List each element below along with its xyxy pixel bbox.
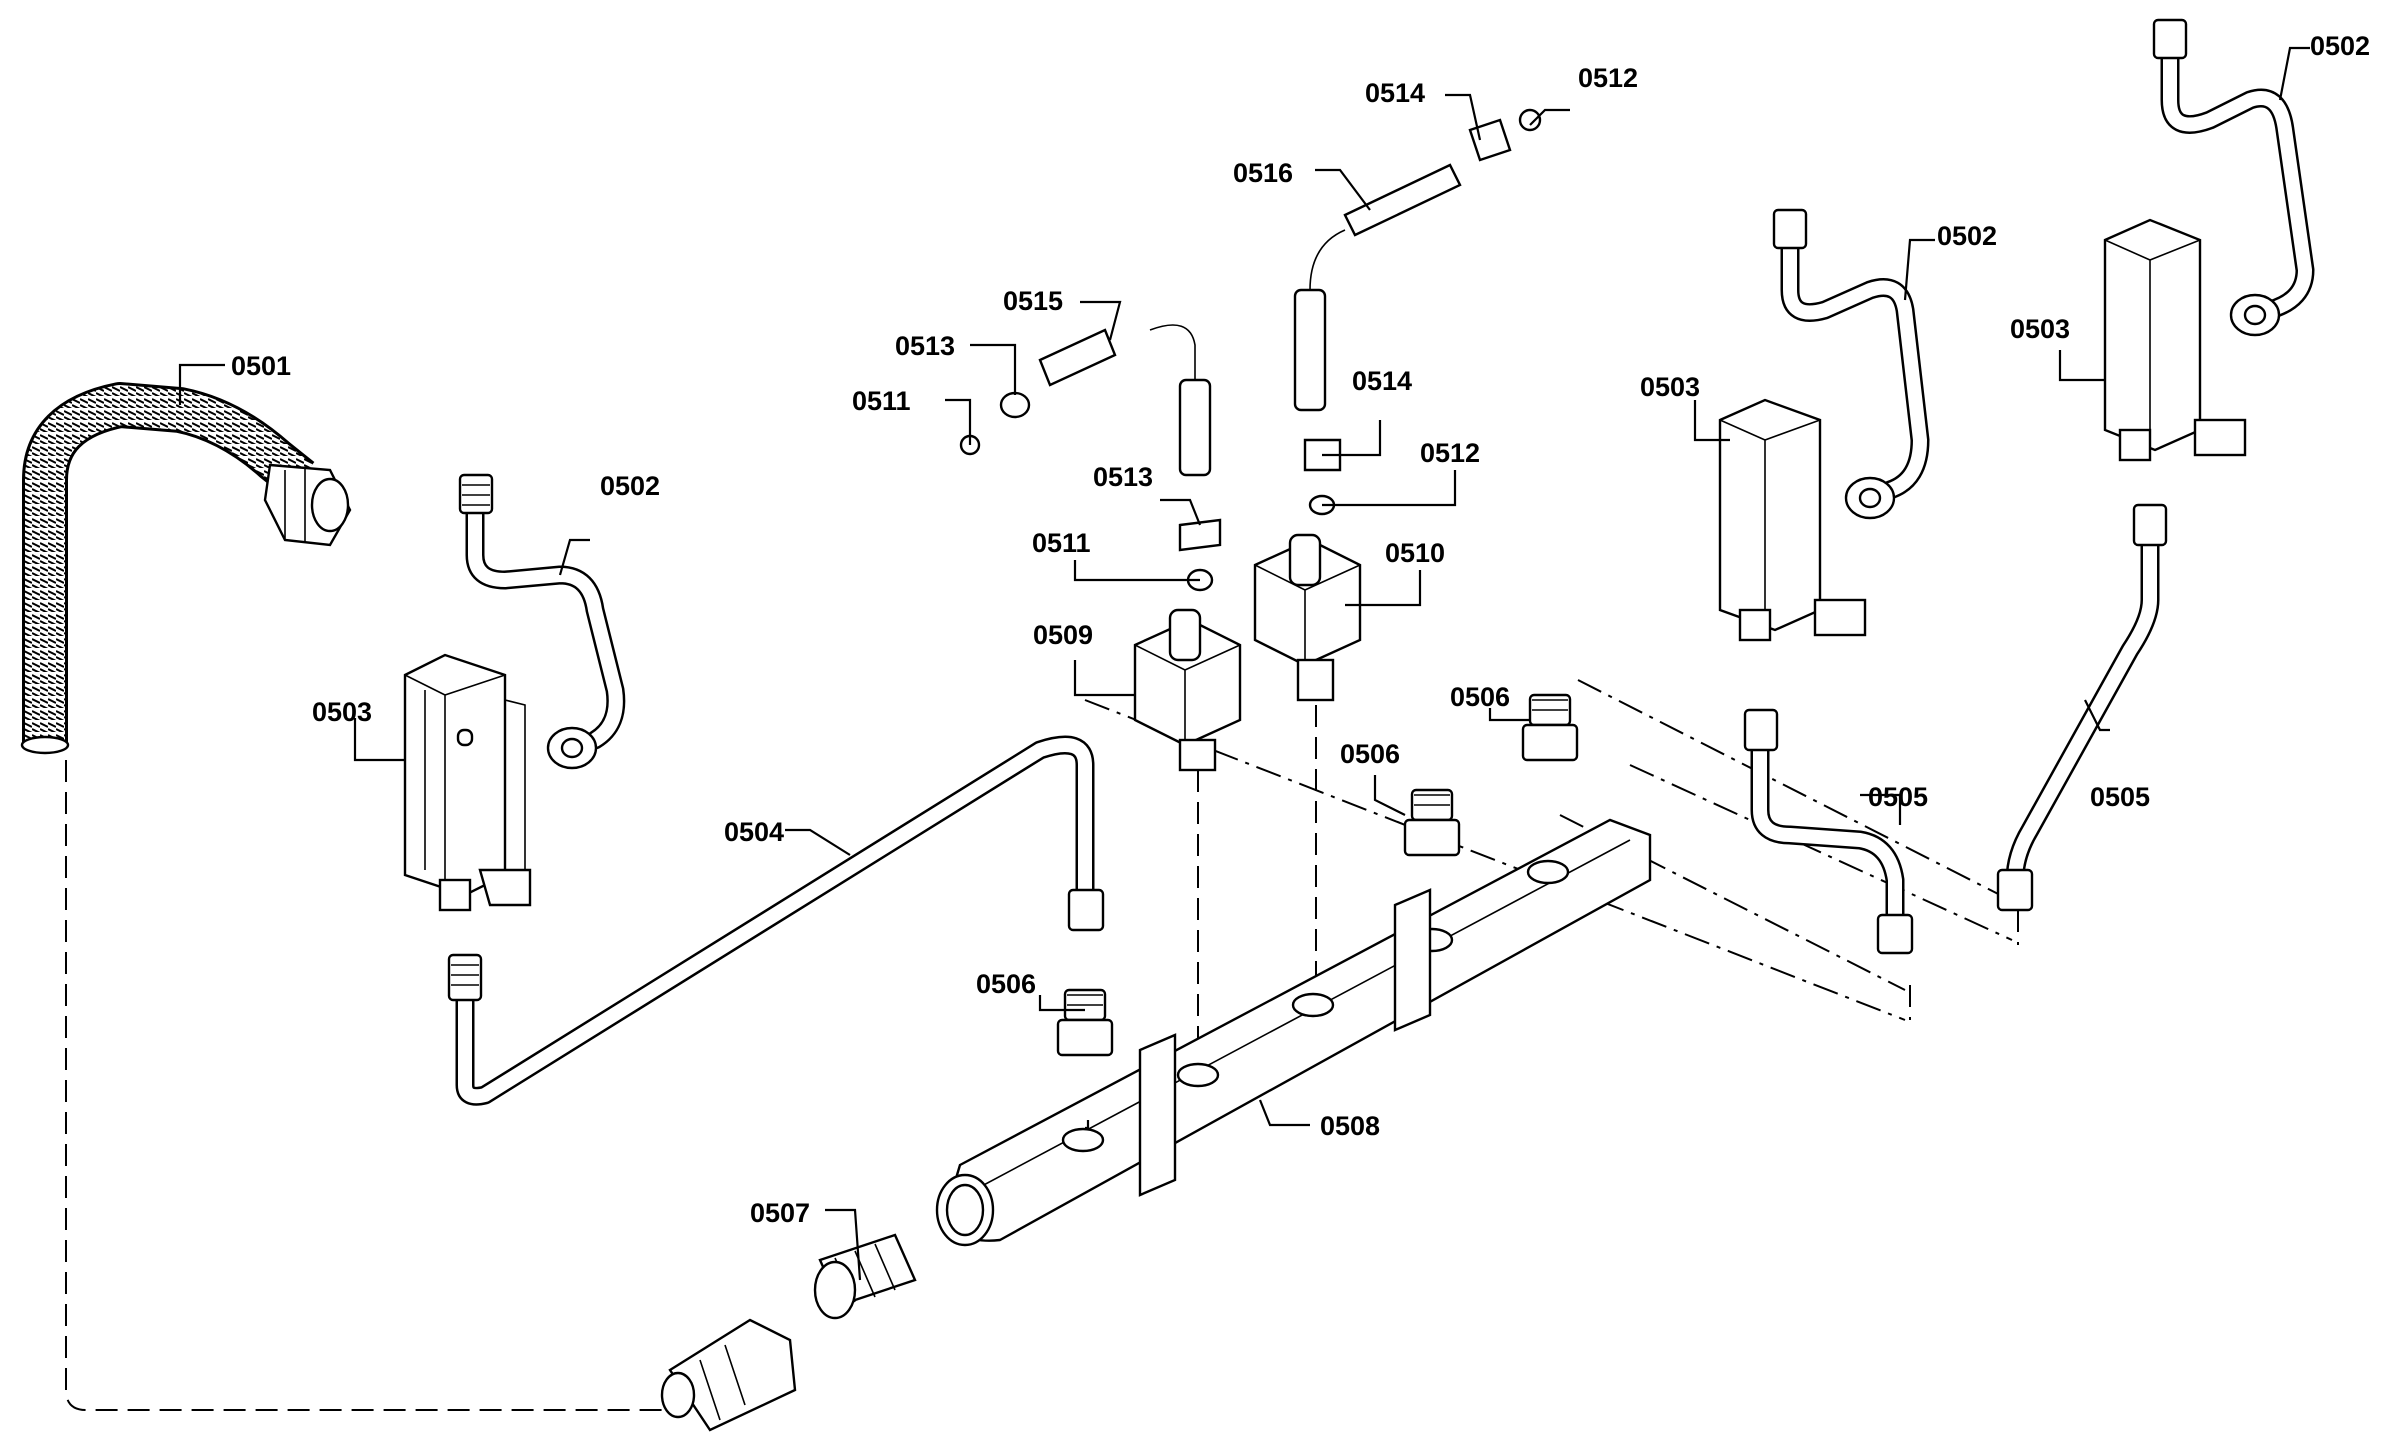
label-0514-lower: 0514 bbox=[1352, 366, 1412, 396]
label-0512-upper: 0512 bbox=[1578, 63, 1638, 93]
part-0505-right-pipe bbox=[1996, 503, 2168, 912]
label-0506-left: 0506 bbox=[976, 969, 1036, 999]
label-0505-middle: 0505 bbox=[1868, 782, 1928, 812]
label-0505-right: 0505 bbox=[2090, 782, 2150, 812]
part-0508-manifold bbox=[935, 818, 1652, 1247]
label-0504: 0504 bbox=[724, 817, 784, 847]
part-0503-right-switch bbox=[2103, 218, 2247, 462]
leader-lines bbox=[178, 46, 2310, 1281]
label-0508: 0508 bbox=[1320, 1111, 1380, 1141]
part-0501-flexible-hose bbox=[20, 382, 352, 755]
label-0501: 0501 bbox=[231, 351, 291, 381]
part-0506-left-fitting bbox=[1056, 988, 1114, 1057]
label-0513-lower: 0513 bbox=[1093, 462, 1153, 492]
part-0506-right-fitting bbox=[1521, 693, 1579, 762]
label-0503-middle: 0503 bbox=[1640, 372, 1700, 402]
label-0509: 0509 bbox=[1033, 620, 1093, 650]
part-0503-left-switch bbox=[403, 653, 532, 912]
assembly-centerlines bbox=[65, 679, 2019, 1411]
label-0503-right: 0503 bbox=[2010, 314, 2070, 344]
part-0503-middle-switch bbox=[1718, 398, 1867, 642]
part-0502-right-pipe bbox=[2152, 18, 2315, 337]
label-0506-right: 0506 bbox=[1450, 682, 1510, 712]
label-0503-left: 0503 bbox=[312, 697, 372, 727]
part-0507-connector bbox=[813, 1233, 917, 1320]
part-0502-left-pipe bbox=[458, 473, 626, 770]
label-0502-middle: 0502 bbox=[1937, 221, 1997, 251]
label-0515: 0515 bbox=[1003, 286, 1063, 316]
part-0506-center-fitting bbox=[1403, 788, 1461, 857]
label-0514-upper: 0514 bbox=[1365, 78, 1425, 108]
label-0506-center: 0506 bbox=[1340, 739, 1400, 769]
inlet-connector bbox=[660, 1318, 797, 1432]
label-0511-upper: 0511 bbox=[852, 386, 911, 416]
hose-nut bbox=[263, 463, 352, 547]
part-0505-middle-pipe bbox=[1743, 708, 1914, 955]
label-0516: 0516 bbox=[1233, 158, 1293, 188]
label-0513-upper: 0513 bbox=[895, 331, 955, 361]
label-0511-lower: 0511 bbox=[1032, 528, 1091, 558]
small-fittings-group bbox=[959, 108, 1542, 592]
label-0507: 0507 bbox=[750, 1198, 810, 1228]
label-0512-lower: 0512 bbox=[1420, 438, 1480, 468]
part-0509-solenoid-valve bbox=[1133, 608, 1242, 772]
part-labels: 0501 0502 0503 0504 0506 0507 0508 0509 … bbox=[231, 31, 2370, 1228]
label-0510: 0510 bbox=[1385, 538, 1445, 568]
part-0502-middle-pipe bbox=[1772, 208, 1930, 520]
part-0510-solenoid-valve bbox=[1253, 533, 1362, 702]
label-0502-left: 0502 bbox=[600, 471, 660, 501]
label-0502-right: 0502 bbox=[2310, 31, 2370, 61]
part-0504-distribution-pipe bbox=[447, 735, 1105, 1106]
